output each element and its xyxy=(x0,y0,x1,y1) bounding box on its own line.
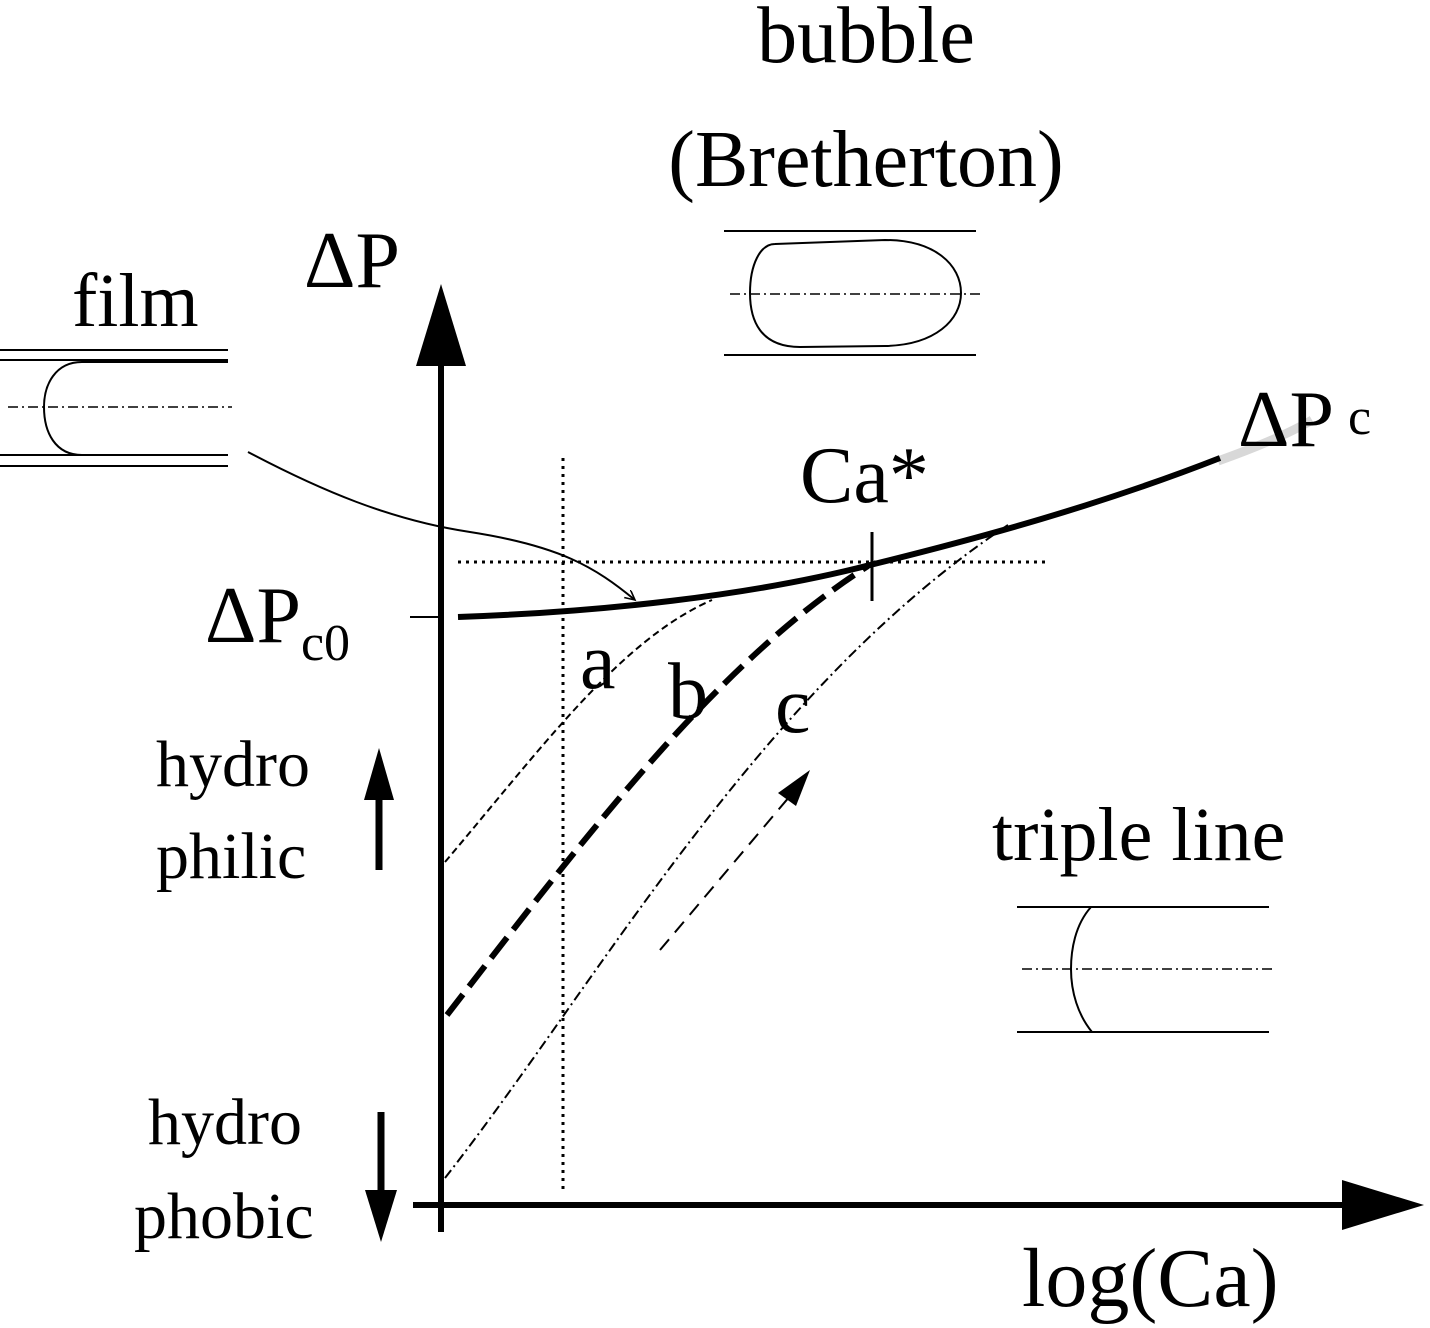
delta-pc0-main: ΔP xyxy=(205,572,301,660)
delta-pc-sub: c xyxy=(1348,389,1371,446)
triple-line-inset xyxy=(1017,906,1272,1033)
y-axis-label: ΔP xyxy=(304,217,400,305)
curve-b-label: b xyxy=(668,648,708,736)
trend-arrow-head xyxy=(778,770,810,806)
delta-pc-main: ΔP xyxy=(1238,376,1334,464)
hydrophobic-line1: hydro xyxy=(148,1086,302,1159)
curve-c xyxy=(444,524,1009,1179)
film-inset xyxy=(0,349,232,467)
triple-line-label: triple line xyxy=(992,793,1285,877)
bubble-inset xyxy=(724,230,980,356)
curve-a-label: a xyxy=(580,618,616,706)
hydrophilic-line2: philic xyxy=(156,820,306,893)
x-axis-arrowhead xyxy=(1342,1180,1424,1230)
hydrophilic-line1: hydro xyxy=(156,728,310,801)
triple-meniscus xyxy=(1069,906,1093,1033)
x-axis-label: log(Ca) xyxy=(1022,1232,1279,1325)
bubble-subtitle: (Bretherton) xyxy=(668,116,1063,204)
delta-pc-curve xyxy=(457,455,1222,620)
film-bubble-front xyxy=(42,361,228,456)
curve-b xyxy=(444,563,870,1017)
delta-pc0-label: ΔPc0 xyxy=(205,572,350,672)
bubble-title: bubble xyxy=(757,0,975,80)
bubble-shape xyxy=(748,238,963,349)
curve-c-label: c xyxy=(775,662,811,750)
film-connector-arrow xyxy=(247,451,635,600)
film-label: film xyxy=(72,259,199,343)
trend-arrow-dashed xyxy=(659,795,791,951)
delta-pc0-sub: c0 xyxy=(301,615,350,672)
ca-star-label: Ca* xyxy=(800,432,929,520)
hydrophobic-line2: phobic xyxy=(134,1180,314,1253)
hydrophilic-arrow xyxy=(364,748,394,870)
hydrophobic-arrow xyxy=(365,1112,397,1242)
y-axis-arrowhead xyxy=(416,284,466,366)
axes xyxy=(413,284,1424,1232)
delta-pc-faint-extension xyxy=(1216,416,1315,466)
curve-a xyxy=(444,599,713,863)
